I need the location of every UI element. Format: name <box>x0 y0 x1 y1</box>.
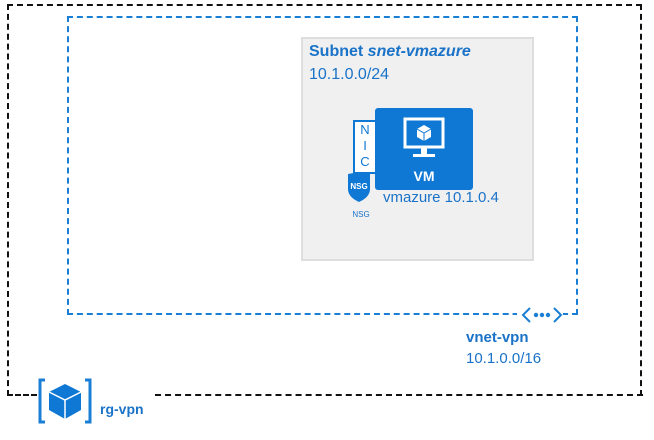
vm-name-ip: vmazure 10.1.0.4 <box>383 189 499 206</box>
nsg-caption: NSG <box>352 210 370 219</box>
svg-text:NSG: NSG <box>350 182 367 191</box>
vnet-cidr: 10.1.0.0/16 <box>466 350 542 367</box>
nsg-shield-icon: NSG <box>348 172 370 202</box>
resource-group-boundary-bottom-right <box>155 394 643 396</box>
nic-badge: N I C <box>353 120 377 174</box>
resource-group-name: rg-vpn <box>100 401 144 417</box>
vm-label: VM <box>413 168 435 184</box>
vnet-name: vnet-vpn <box>466 329 529 346</box>
nic-letter: I <box>363 138 367 153</box>
resource-group-cube-icon <box>38 378 92 424</box>
vnet-boundary <box>67 16 578 315</box>
resource-group-boundary-bottom-left <box>7 394 37 396</box>
vnet-peering-icon <box>521 307 563 323</box>
monitor-cube-icon <box>403 117 445 157</box>
nic-letter: C <box>360 154 370 169</box>
subnet-cidr: 10.1.0.0/24 <box>309 66 390 83</box>
resource-group-boundary <box>7 4 642 396</box>
nic-letter: N <box>360 122 370 137</box>
subnet-title: Subnet snet-vmazure <box>309 43 471 60</box>
